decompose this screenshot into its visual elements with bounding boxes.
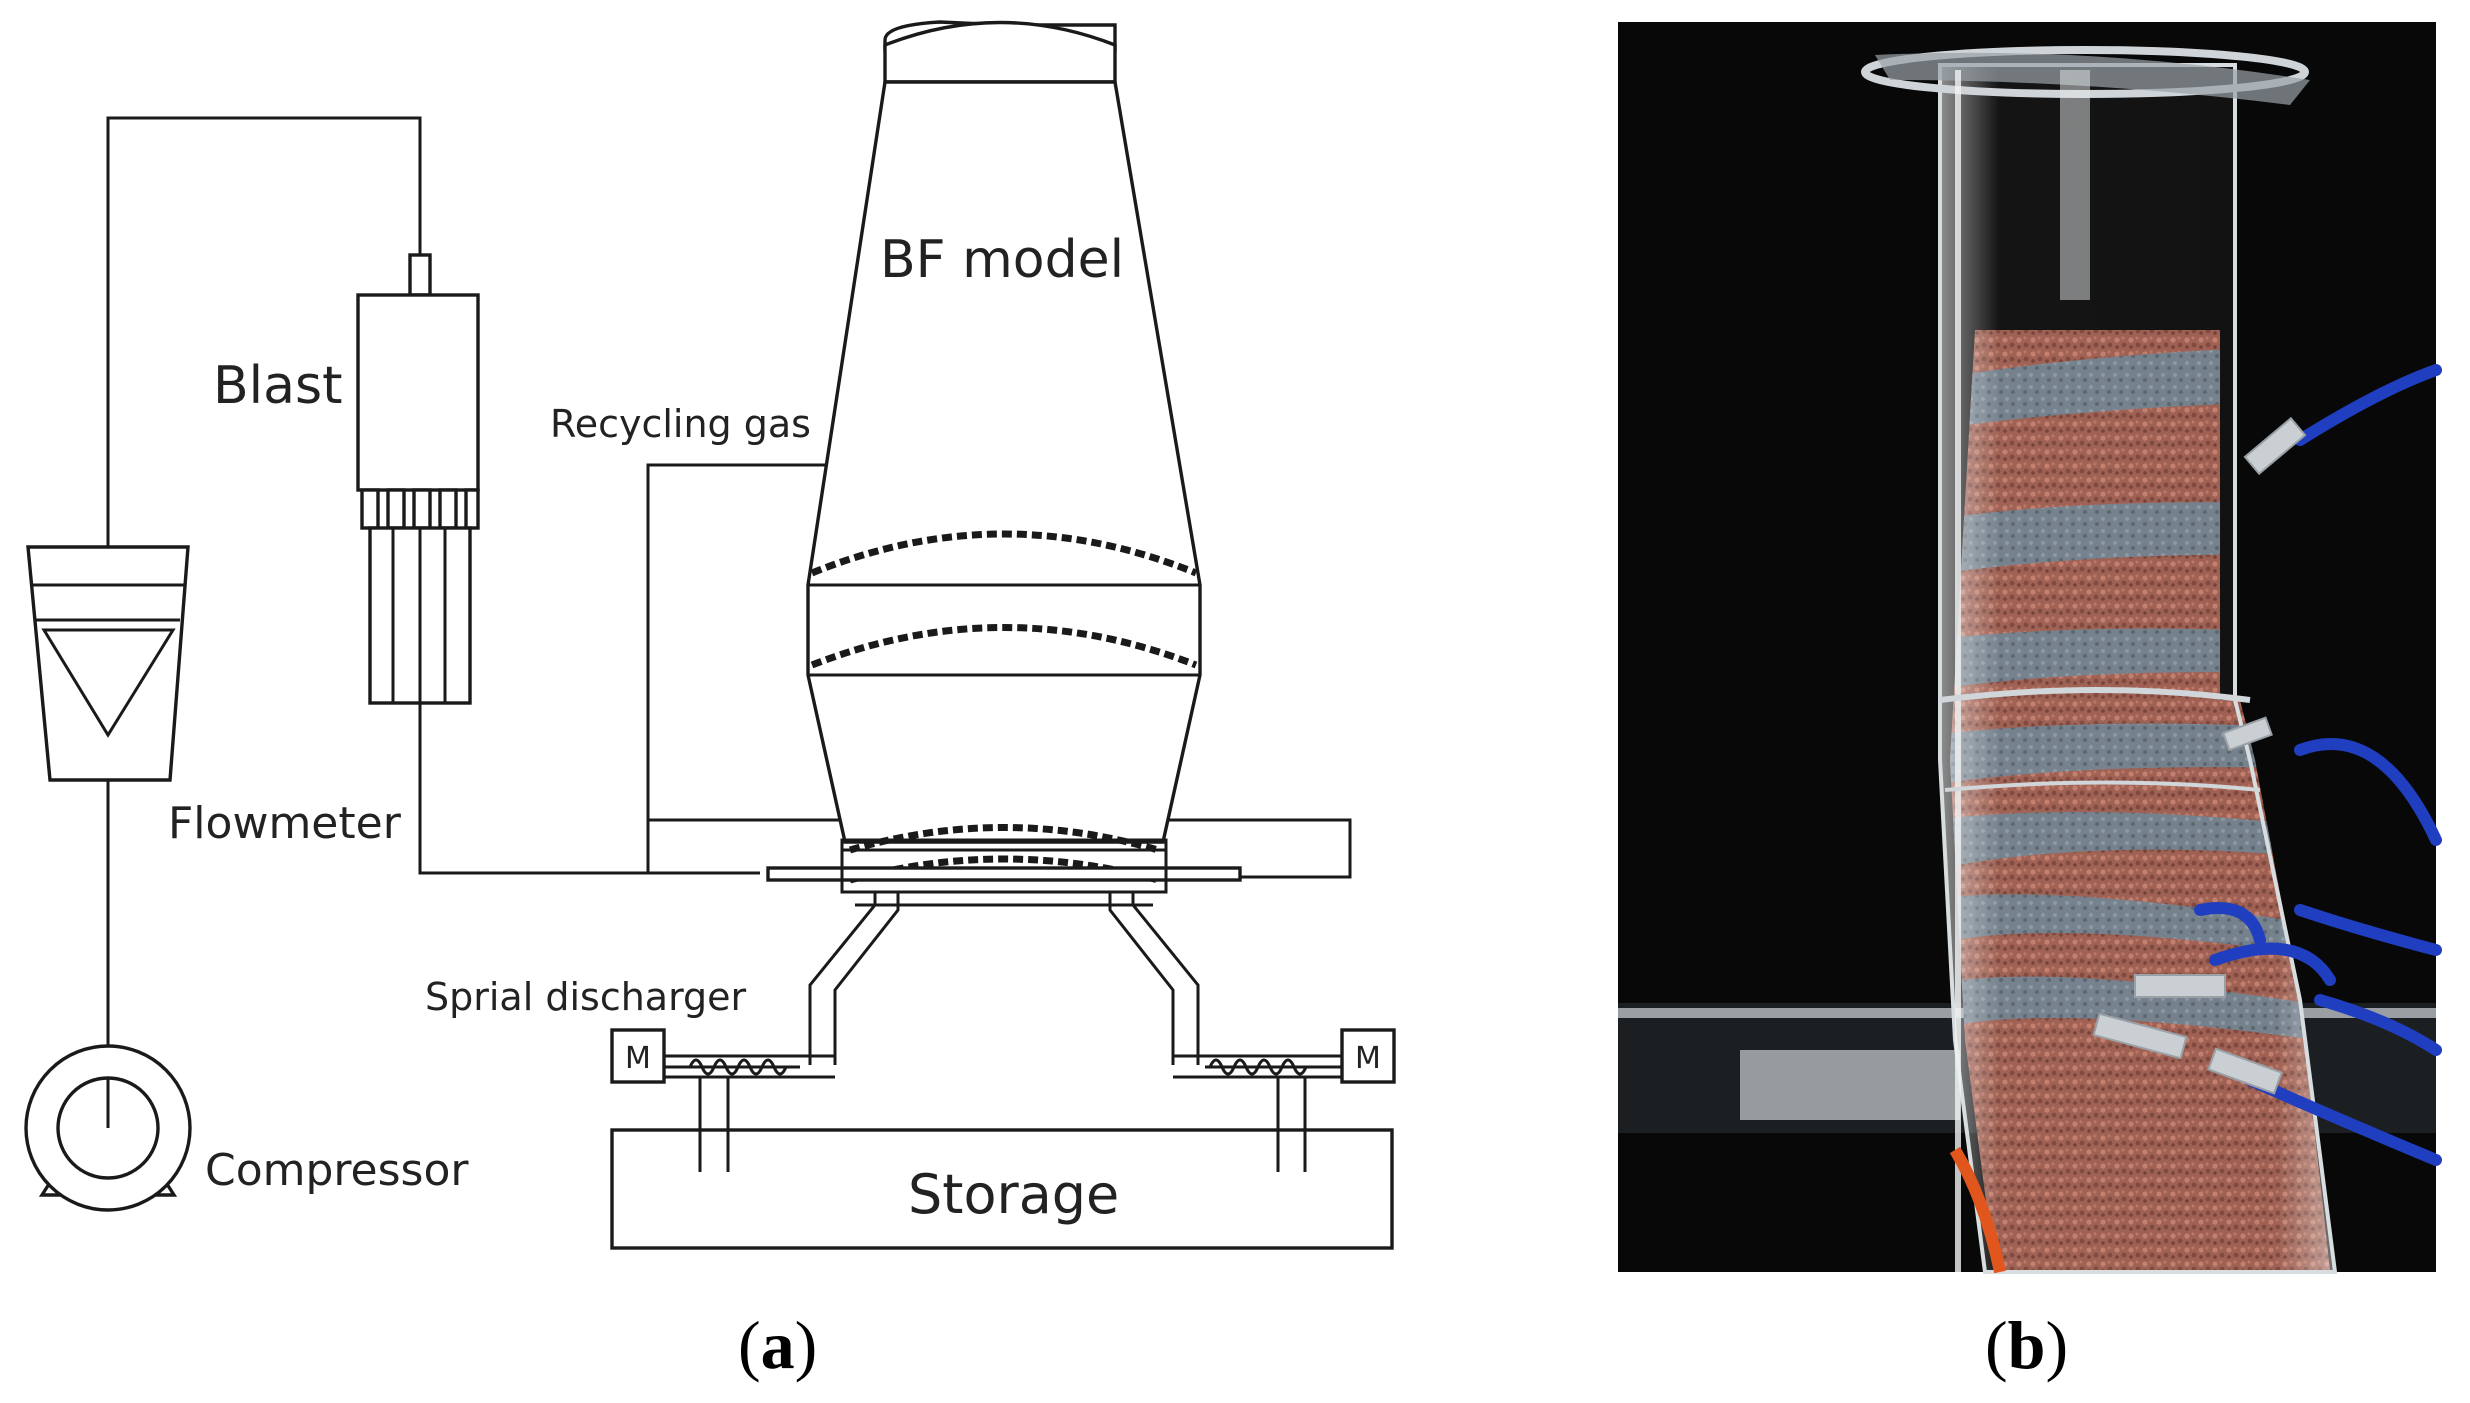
spiral-discharger-left — [610, 1028, 835, 1170]
panel-a-schematic: BF model Blast Recycling gas Flowmeter S… — [24, 20, 1396, 1383]
compressor — [24, 1044, 192, 1212]
bf-model — [806, 20, 1202, 894]
glass-furnace — [1938, 63, 2338, 1274]
panel-b-photo: (b) — [1618, 22, 2442, 1383]
recycling-gas-label: Recycling gas — [550, 402, 811, 446]
storage-label: Storage — [908, 1163, 1119, 1226]
discharge-chutes — [808, 890, 1200, 1065]
flowmeter-label: Flowmeter — [168, 798, 402, 849]
compressor-label: Compressor — [205, 1145, 469, 1196]
flowmeter — [26, 545, 190, 782]
bf-model-label: BF model — [880, 230, 1124, 290]
storage-tank — [610, 1128, 1394, 1250]
motor-right-label: M — [1355, 1041, 1381, 1076]
spiral-discharger-label: Sprial discharger — [425, 975, 747, 1019]
spiral-discharger-right — [1173, 1028, 1396, 1170]
blast-outlet-pipe — [418, 703, 760, 875]
caption-a: (a) — [738, 1307, 817, 1383]
air-tubes — [2194, 364, 2442, 1166]
orange-tube — [1949, 1146, 2006, 1274]
recycling-gas-pipe — [646, 463, 815, 873]
blast-label: Blast — [213, 356, 342, 416]
caption-b: (b) — [1985, 1307, 2068, 1383]
blast-unit — [356, 253, 480, 705]
motor-left-label: M — [625, 1041, 651, 1076]
tuyere-fittings — [2092, 416, 2307, 1095]
air-supply-pipe — [106, 116, 422, 560]
tuyere-ring — [766, 866, 1242, 882]
